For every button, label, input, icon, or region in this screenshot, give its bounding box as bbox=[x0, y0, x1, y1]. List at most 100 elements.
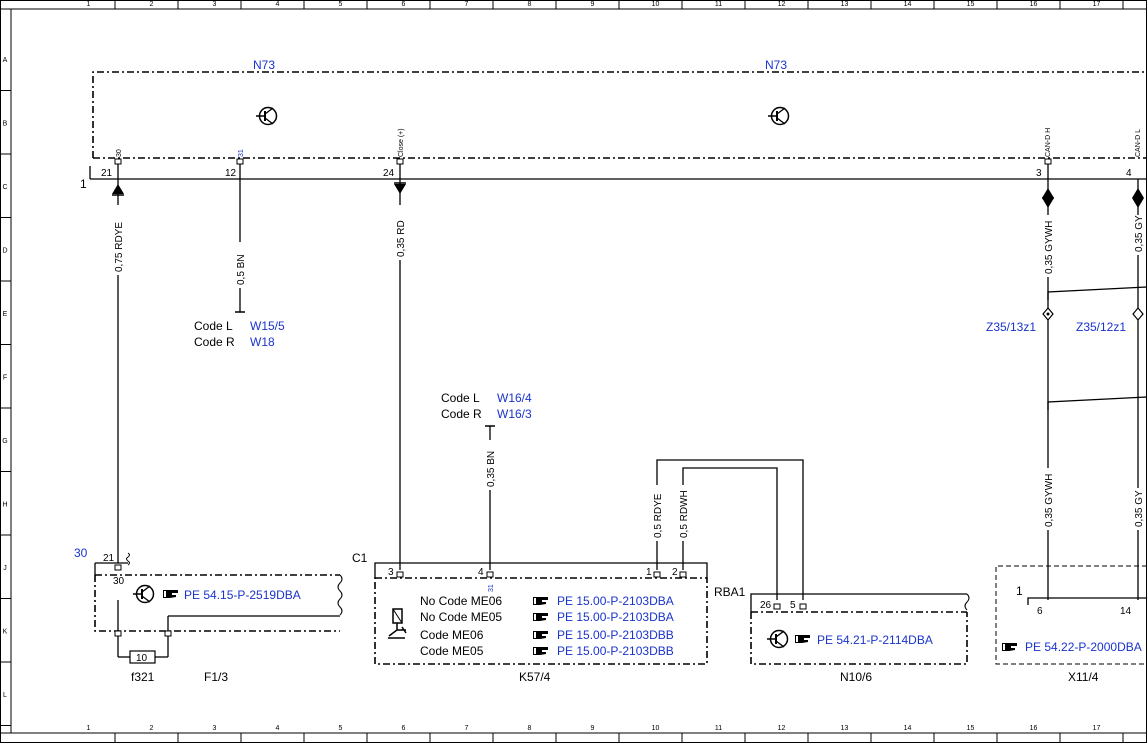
grid-column-label: 3 bbox=[213, 725, 217, 732]
grid-column-label: 17 bbox=[1093, 725, 1101, 732]
wire-label: 0,5 BN bbox=[236, 254, 247, 285]
x11-pin: 14 bbox=[1120, 606, 1132, 617]
k57-code: Code ME05 bbox=[420, 644, 484, 658]
pin-24: 24 bbox=[383, 168, 395, 179]
f1-fuse-block: 30 21 30 PE 54.15-P-2519DBA 10 f321 F1/3 bbox=[74, 546, 343, 684]
k57-ref-link[interactable]: PE 15.00-P-2103DBA bbox=[557, 594, 674, 608]
grid-column-label: 16 bbox=[1030, 725, 1038, 732]
pin-3-tag: CAN-D H bbox=[1045, 128, 1052, 157]
wire-label: 0,5 RDYE bbox=[653, 493, 664, 538]
grid-row-label: L bbox=[3, 692, 7, 699]
f1-ref-link[interactable]: PE 54.15-P-2519DBA bbox=[184, 588, 301, 602]
transistor-icon bbox=[255, 106, 278, 126]
ground-ref-link[interactable]: W16/4 bbox=[497, 391, 532, 405]
grid-column-label: 10 bbox=[652, 725, 660, 732]
grid-column-label: 1 bbox=[87, 725, 91, 732]
ground-ref-link[interactable]: W16/3 bbox=[497, 407, 532, 421]
grid-column-label: 15 bbox=[967, 1, 975, 8]
grid-row-label: G bbox=[2, 438, 7, 445]
fuse-rating: 10 bbox=[136, 653, 148, 664]
n73-label-left: N73 bbox=[253, 58, 275, 72]
grid-row-label: H bbox=[2, 501, 7, 508]
grid-column-label: 9 bbox=[591, 725, 595, 732]
n10-pin: 26 bbox=[760, 600, 772, 611]
grid-row-label: C bbox=[2, 184, 7, 191]
ground-ref-link[interactable]: W18 bbox=[250, 335, 275, 349]
ground-code: Code L bbox=[194, 319, 233, 333]
wire-rd-035: 0,35 RD bbox=[393, 179, 407, 570]
connector-label: 1 bbox=[80, 177, 87, 191]
component-label: K57/4 bbox=[519, 670, 551, 684]
grid-column-ticks: 1122334455667788991010111112121313141415… bbox=[87, 0, 1124, 743]
f1-pin: 21 bbox=[103, 553, 115, 564]
n10-ref-link[interactable]: PE 54.21-P-2114DBA bbox=[817, 633, 933, 647]
grid-column-label: 1 bbox=[87, 1, 91, 8]
wire-label: 0,35 GYWH bbox=[1044, 221, 1055, 274]
pin-24-tag: Close (+) bbox=[398, 128, 405, 157]
k57-pin: 4 bbox=[478, 567, 484, 578]
n10-block: 26 5 PE 54.21-P-2114DBA N10/6 bbox=[750, 593, 970, 684]
grid-column-label: 14 bbox=[904, 1, 912, 8]
ground-ref-link[interactable]: W15/5 bbox=[250, 319, 285, 333]
relay-label: RBA1 bbox=[714, 585, 746, 599]
wire-label: 0,5 RDWH bbox=[679, 490, 690, 538]
component-label: F1/3 bbox=[204, 670, 228, 684]
grid-row-label: D bbox=[2, 247, 7, 254]
transistor-icon bbox=[766, 629, 789, 649]
grid-row-label: J bbox=[3, 565, 7, 572]
x11-ref-link[interactable]: PE 54.22-P-2000DBA bbox=[1025, 640, 1142, 654]
relay-icon bbox=[388, 608, 407, 639]
grid-column-label: 11 bbox=[715, 1, 722, 8]
wire-label: 0,35 GY bbox=[1134, 490, 1145, 527]
grid-column-label: 7 bbox=[465, 725, 469, 732]
transistor-icon bbox=[132, 584, 155, 604]
grid-column-label: 11 bbox=[715, 725, 722, 732]
ground-code: Code R bbox=[441, 407, 482, 421]
grid-column-label: 13 bbox=[841, 725, 849, 732]
wire-label: 0,35 GYWH bbox=[1044, 474, 1055, 527]
grid-column-label: 6 bbox=[402, 725, 406, 732]
grid-column-label: 14 bbox=[904, 725, 912, 732]
k57-ref-link[interactable]: PE 15.00-P-2103DBB bbox=[557, 628, 674, 642]
n73-label-right: N73 bbox=[765, 58, 787, 72]
grid-column-label: 6 bbox=[402, 1, 406, 8]
wire-label: 0,75 RDYE bbox=[114, 222, 125, 272]
ground-code: Code R bbox=[194, 335, 235, 349]
k57-ref-link[interactable]: PE 15.00-P-2103DBB bbox=[557, 644, 674, 658]
grid-column-label: 8 bbox=[528, 1, 532, 8]
x11-pin: 6 bbox=[1037, 606, 1043, 617]
pin-12-tag: 31 bbox=[238, 149, 245, 157]
grid-row-label: E bbox=[3, 311, 8, 318]
n73-control-unit: N73 N73 bbox=[92, 58, 1147, 159]
grid-column-label: 3 bbox=[213, 1, 217, 8]
grid-column-label: 5 bbox=[339, 725, 343, 732]
pin-21: 21 bbox=[101, 168, 113, 179]
grid-column-label: 2 bbox=[150, 725, 154, 732]
grid-row-label: F bbox=[3, 374, 7, 381]
wire-bn-05: 0,5 BN Code L W15/5 Code R W18 bbox=[194, 179, 285, 349]
hand-pointer-icon bbox=[163, 590, 178, 598]
grid-row-label: K bbox=[3, 628, 8, 635]
k57-code: No Code ME05 bbox=[420, 610, 502, 624]
k57-code: Code ME06 bbox=[420, 628, 484, 642]
grid-column-label: 5 bbox=[339, 1, 343, 8]
grid-column-label: 16 bbox=[1030, 1, 1038, 8]
k57-pin: 1 bbox=[646, 567, 652, 578]
component-label: X11/4 bbox=[1068, 670, 1099, 684]
grid-column-label: 17 bbox=[1093, 1, 1101, 8]
n10-pin: 5 bbox=[790, 600, 796, 611]
k57-pin-tag: 31 bbox=[488, 584, 495, 592]
k57-ref-link[interactable]: PE 15.00-P-2103DBA bbox=[557, 610, 674, 624]
pin-21-tag: 30 bbox=[116, 149, 123, 157]
grid-column-label: 15 bbox=[967, 725, 975, 732]
n73-connector: 1 21 30 12 31 24 Close (+) 3 CAN-D H 4 C… bbox=[80, 128, 1147, 191]
wire-label: 0,35 BN bbox=[486, 451, 497, 487]
k57-code: No Code ME06 bbox=[420, 594, 502, 608]
fuse-label: f321 bbox=[131, 670, 155, 684]
wire-rdye-075: 0,75 RDYE bbox=[111, 179, 125, 563]
k57-pin: 2 bbox=[672, 567, 678, 578]
grid-column-label: 8 bbox=[528, 725, 532, 732]
terminal-30: 30 bbox=[74, 546, 88, 560]
wire-label: 0,35 GY bbox=[1134, 215, 1145, 252]
